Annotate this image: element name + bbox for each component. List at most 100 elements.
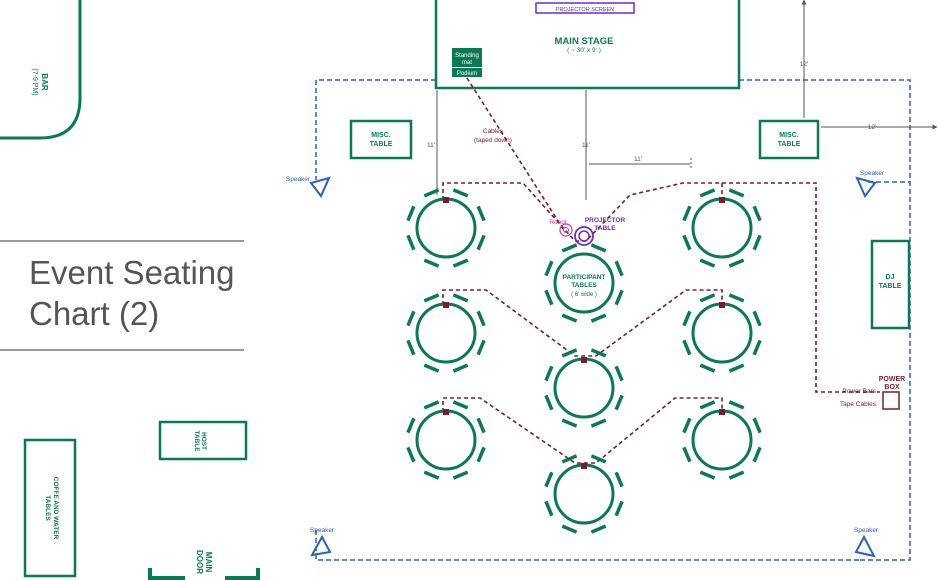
participant-tables-label-2: TABLES bbox=[571, 282, 597, 289]
chair bbox=[699, 470, 716, 480]
speaker-icon bbox=[310, 534, 332, 557]
participant-tables-label-3: ( 6' wide ) bbox=[571, 292, 597, 298]
host-table-label-2: TABLE bbox=[193, 430, 200, 452]
misc-table-right bbox=[758, 119, 820, 160]
dj-table-label-2: TABLE bbox=[879, 283, 902, 290]
host-table bbox=[158, 420, 248, 461]
chair bbox=[476, 417, 486, 434]
speaker-icon bbox=[309, 176, 331, 198]
power-box-label-1: POWER bbox=[879, 376, 905, 383]
chair bbox=[682, 339, 692, 356]
main-door bbox=[148, 568, 260, 580]
table-top bbox=[415, 302, 477, 364]
stage-title: MAIN STAGE bbox=[555, 36, 614, 47]
table-top bbox=[691, 409, 753, 471]
cables-note-1: Cables bbox=[483, 128, 504, 135]
cable-top bbox=[442, 182, 880, 393]
round-table bbox=[544, 348, 624, 428]
round-table bbox=[406, 400, 486, 480]
robot-outer bbox=[559, 223, 573, 237]
power-outlet-marker bbox=[719, 409, 725, 415]
chair bbox=[423, 258, 440, 268]
dim-top-right-label: 12' bbox=[800, 61, 808, 68]
chair bbox=[452, 258, 469, 268]
chair bbox=[682, 446, 692, 463]
chair bbox=[544, 260, 554, 277]
chair bbox=[752, 417, 762, 434]
chair bbox=[406, 339, 416, 356]
chair bbox=[614, 471, 624, 488]
table-top bbox=[691, 302, 753, 364]
cable-podium bbox=[466, 77, 566, 233]
chair bbox=[406, 417, 416, 434]
cable-runs bbox=[442, 77, 880, 464]
dim-stage-to-projector-label: 11' bbox=[582, 142, 590, 149]
power-box-label-2: BOX bbox=[884, 384, 900, 391]
speaker-label: Speaker bbox=[286, 176, 311, 183]
chair bbox=[752, 310, 762, 327]
chair bbox=[699, 400, 716, 410]
power-box bbox=[882, 391, 900, 410]
projector-table-label-2: TABLE bbox=[594, 225, 616, 232]
chair bbox=[561, 418, 578, 428]
main-door-label-1: MAIN bbox=[204, 552, 213, 573]
chair bbox=[452, 363, 469, 373]
power-note-2: Tape Cables bbox=[840, 401, 877, 408]
cables-note-2: (taped down) bbox=[474, 137, 512, 144]
speaker-bottom-right: Speaker bbox=[854, 527, 879, 558]
cable-middle bbox=[442, 289, 723, 357]
chair bbox=[752, 205, 762, 222]
chair bbox=[452, 400, 469, 410]
speaker-top-left: Speaker bbox=[286, 176, 331, 198]
chair bbox=[406, 310, 416, 327]
bar-label: BAR bbox=[40, 73, 49, 91]
chair bbox=[752, 234, 762, 251]
chair bbox=[682, 310, 692, 327]
dj-table bbox=[870, 239, 911, 330]
chair bbox=[452, 188, 469, 198]
chair bbox=[452, 470, 469, 480]
chair bbox=[561, 348, 578, 358]
chair bbox=[476, 234, 486, 251]
chair bbox=[406, 205, 416, 222]
power-outlet-marker bbox=[443, 197, 449, 203]
bar-outline bbox=[0, 0, 82, 140]
misc-table-left-label-1: MISC. bbox=[371, 132, 391, 139]
robot-inner bbox=[563, 227, 569, 233]
chair bbox=[476, 446, 486, 463]
chair bbox=[561, 524, 578, 534]
podium-label: Podium bbox=[457, 71, 477, 77]
chair bbox=[544, 365, 554, 382]
chair bbox=[682, 234, 692, 251]
chair bbox=[406, 446, 416, 463]
table-top bbox=[553, 463, 615, 525]
misc-table-left bbox=[349, 119, 413, 160]
table-top bbox=[553, 357, 615, 419]
coffee-table-label-1: COFFE AND WATER bbox=[52, 477, 59, 540]
projector-table-label-1: PROJECTOR bbox=[585, 217, 626, 224]
title-line-1: Event Seating bbox=[29, 254, 234, 291]
chair bbox=[682, 417, 692, 434]
podium bbox=[452, 68, 482, 77]
title-line-2: Chart (2) bbox=[29, 295, 159, 332]
chair bbox=[423, 400, 440, 410]
speaker-top-right: Speaker bbox=[855, 170, 885, 198]
chair bbox=[423, 363, 440, 373]
standing-mat-label-2: mat bbox=[462, 60, 472, 66]
bar-hours: (7-9 PM) bbox=[31, 68, 38, 95]
chair bbox=[590, 348, 607, 358]
chair bbox=[544, 394, 554, 411]
chair bbox=[699, 188, 716, 198]
round-table bbox=[406, 293, 486, 373]
round-table bbox=[406, 188, 486, 268]
dim-right-gap-label: 12' bbox=[868, 124, 876, 131]
stage-size: ( ~ 30' x 9' ) bbox=[567, 47, 601, 54]
chair bbox=[614, 260, 624, 277]
round-table bbox=[682, 188, 762, 268]
power-outlet-marker bbox=[443, 302, 449, 308]
speaker-icon bbox=[854, 534, 876, 558]
coffee-water-table bbox=[23, 438, 77, 578]
chair bbox=[590, 313, 607, 323]
table-top bbox=[415, 197, 477, 259]
